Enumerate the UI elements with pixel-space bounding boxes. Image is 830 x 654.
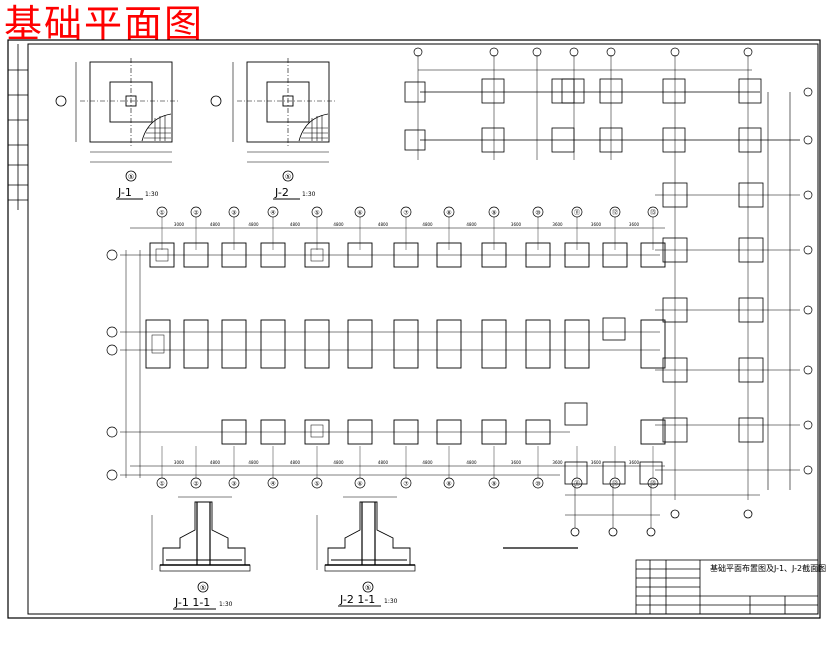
main-axis-top-10-label: ⑩ <box>535 210 540 217</box>
right-wing-plan <box>564 182 800 537</box>
main-axis-top-3-label: ③ <box>231 210 236 217</box>
main-axis-bottom-12-label: ⑫ <box>612 480 618 488</box>
j1-section-detail <box>151 496 251 593</box>
j2-section-axis-label: ⑤ <box>365 584 371 592</box>
j1-axis-5-label: ⑤ <box>128 173 134 181</box>
j2-section-label: J-2 1-1 <box>339 593 375 606</box>
main-axis-top-9-label: ⑨ <box>491 210 496 217</box>
main-axis-top-2-label: ② <box>193 210 199 217</box>
inner-border <box>27 43 819 615</box>
main-dim-bottom-8: 4800 <box>466 460 477 465</box>
main-axis-bottom-1-label: ① <box>159 481 164 488</box>
main-dim-bottom-10: 3600 <box>552 460 563 465</box>
main-dim-top-4: 4800 <box>290 222 301 227</box>
j1-section-axis-label: ⑤ <box>200 584 206 592</box>
main-axis-top-8-label: ⑧ <box>446 210 451 217</box>
j1-section-label: J-1 1-1 <box>174 596 210 609</box>
main-dim-bottom-11: 3600 <box>591 460 602 465</box>
main-axis-bottom-2-label: ② <box>193 481 199 488</box>
upper-right-axis-bubbles <box>413 47 813 475</box>
main-axis-bottom-4-label: ④ <box>270 481 275 488</box>
main-column-axes-bottom: ① ② ③ ④ ⑤ ⑥ ⑦ ⑧ ⑨ ⑩ ⑪ ⑫ ⑬ <box>156 446 659 489</box>
main-axis-top-13-label: ⑬ <box>650 209 656 217</box>
main-dim-top-10: 3600 <box>552 222 563 227</box>
main-axis-bottom-5-label: ⑤ <box>314 481 319 488</box>
main-axis-bottom-7-label: ⑦ <box>403 481 409 488</box>
j1-plan-detail <box>55 58 180 182</box>
main-plan-grid <box>120 227 666 478</box>
main-dim-top-12: 3600 <box>629 222 640 227</box>
binding-strip <box>8 44 28 210</box>
main-dim-top-1: 3000 <box>174 222 185 227</box>
main-dim-top-5: 4800 <box>333 222 344 227</box>
j1-label: J-1 <box>117 186 132 199</box>
main-axis-bottom-8-label: ⑧ <box>446 481 451 488</box>
main-dim-bottom-9: 3600 <box>511 460 522 465</box>
j2-scale: 1:30 <box>302 191 316 198</box>
main-axis-top-12-label: ⑫ <box>612 209 618 217</box>
main-dim-top-6: 4800 <box>378 222 389 227</box>
main-axis-top-1-label: ① <box>159 210 164 217</box>
main-dim-top-9: 3600 <box>511 222 522 227</box>
upper-right-plan <box>404 55 800 500</box>
main-axis-top-4-label: ④ <box>270 210 275 217</box>
main-column-axes-top: ① ② ③ ④ ⑤ ⑥ ⑦ ⑧ ⑨ ⑩ ⑪ ⑫ ⑬ <box>156 206 659 250</box>
main-axis-top-7-label: ⑦ <box>403 210 409 217</box>
main-dim-bottom-2: 4800 <box>210 460 221 465</box>
outer-border <box>7 39 821 619</box>
main-axis-bottom-10-label: ⑩ <box>535 481 540 488</box>
main-axis-bottom-11-label: ⑪ <box>574 480 580 488</box>
main-axis-top-5-label: ⑤ <box>314 210 319 217</box>
main-dim-bottom-5: 4800 <box>333 460 344 465</box>
main-dim-bottom-4: 4800 <box>290 460 301 465</box>
main-dim-bottom-6: 4800 <box>378 460 389 465</box>
main-dim-top-3: 4800 <box>248 222 259 227</box>
main-axis-bottom-6-label: ⑥ <box>357 481 362 488</box>
j2-section-scale: 1:30 <box>384 598 398 605</box>
main-dim-bottom-12: 3600 <box>629 460 640 465</box>
main-axis-top-6-label: ⑥ <box>357 210 362 217</box>
j1-section-scale: 1:30 <box>219 601 233 608</box>
main-row-axis-bubbles <box>106 249 118 481</box>
main-axis-top-11-label: ⑪ <box>574 209 580 217</box>
main-dim-bottom-3: 4800 <box>248 460 259 465</box>
main-dim-bottom-7: 4800 <box>422 460 433 465</box>
j2-plan-detail <box>210 58 337 182</box>
main-dim-bottom-1: 3000 <box>174 460 185 465</box>
main-dimension-labels: 3000 3000 4800 4800 4800 4800 4800 4800 4800 4800… <box>174 222 640 465</box>
j2-axis-5-label: ⑤ <box>285 173 291 181</box>
sheet-title: 基础平面布置图及J-1、J-2截面图 <box>710 563 826 573</box>
main-axis-bottom-3-label: ③ <box>231 481 236 488</box>
main-dim-top-2: 4800 <box>210 222 221 227</box>
main-axis-bottom-13-label: ⑬ <box>650 480 656 488</box>
j2-section-detail <box>316 496 416 593</box>
main-axis-bottom-9-label: ⑨ <box>491 481 496 488</box>
main-dim-top-8: 4800 <box>466 222 477 227</box>
j1-scale: 1:30 <box>145 191 159 198</box>
main-dim-top-11: 3600 <box>591 222 602 227</box>
title-block <box>635 559 819 615</box>
j2-label: J-2 <box>274 186 289 199</box>
drawing-title: 基础平面图 <box>4 2 205 46</box>
main-dim-top-7: 4800 <box>422 222 433 227</box>
